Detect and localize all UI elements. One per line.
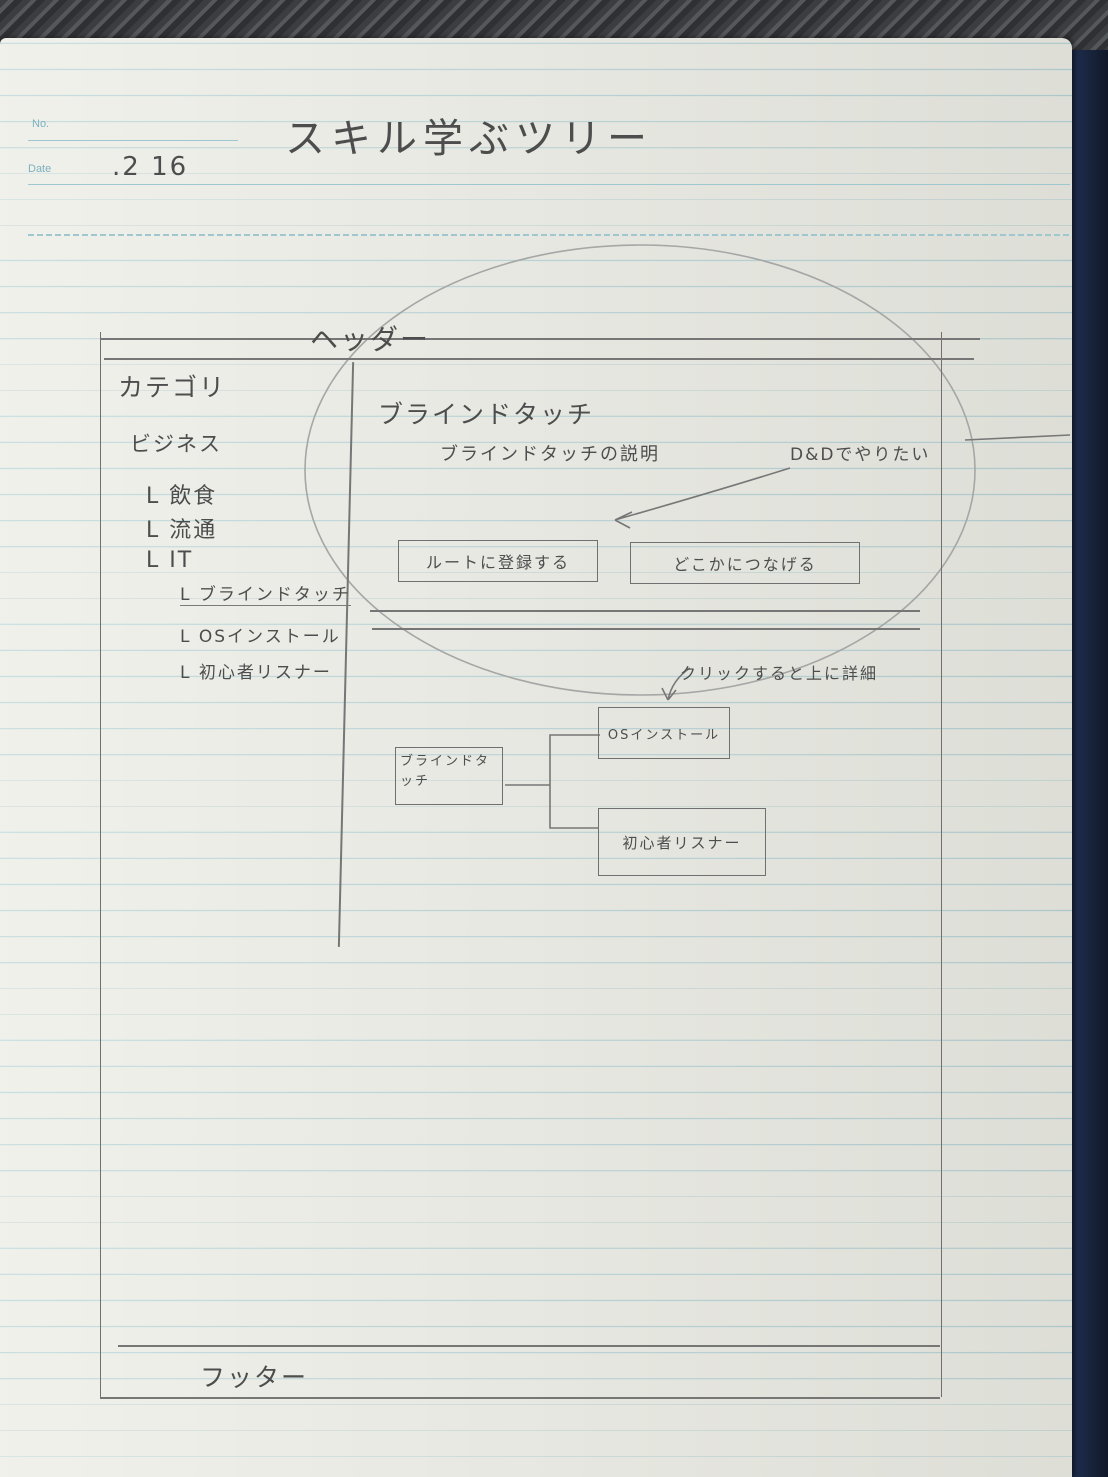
- date-label: Date: [28, 163, 52, 175]
- page-title: スキル学ぶツリー: [285, 116, 653, 162]
- highlight-circle: [304, 244, 976, 696]
- detail-description: ブラインドタッチの説明: [440, 444, 660, 465]
- sidebar-item-food[interactable]: L 飲食: [146, 484, 218, 509]
- tree-root-label: ブラインドタッチ: [400, 754, 491, 789]
- dnd-arrow: [614, 467, 791, 529]
- connect-button[interactable]: どこかにつなげる: [630, 542, 860, 584]
- sidebar-item-os-install[interactable]: L OSインストール: [180, 627, 341, 647]
- click-annotation: クリックすると上に詳細: [680, 664, 879, 683]
- tree-node-beginner[interactable]: 初心者リスナー: [598, 808, 766, 876]
- detail-divider-2: [372, 628, 920, 630]
- sidebar-item-it[interactable]: L IT: [146, 548, 194, 573]
- tree-connector: [505, 734, 600, 829]
- no-line: [28, 140, 238, 141]
- wireframe-header: ヘッダー: [310, 323, 431, 356]
- sidebar-heading: カテゴリ: [118, 373, 227, 402]
- footer-bottom-line: [100, 1397, 940, 1399]
- date-value: .2 16: [112, 152, 189, 182]
- sidebar-item-distribution[interactable]: L 流通: [146, 518, 218, 543]
- tree-node-os-install-label: OSインストール: [607, 727, 721, 743]
- register-root-button[interactable]: ルートに登録する: [398, 540, 598, 582]
- sidebar-item-beginner[interactable]: L 初心者リスナー: [180, 663, 332, 683]
- tree-node-beginner-label: 初心者リスナー: [622, 833, 742, 852]
- header-divider: [28, 234, 1070, 236]
- sidebar-item-business[interactable]: ビジネス: [130, 432, 222, 456]
- wireframe-frame: [100, 332, 942, 1397]
- date-line: [28, 184, 1070, 185]
- no-label: No.: [32, 118, 50, 130]
- tree-node-os-install[interactable]: OSインストール: [598, 707, 730, 759]
- detail-divider-1: [370, 610, 920, 612]
- sidebar-item-blind-touch[interactable]: L ブラインドタッチ: [180, 580, 351, 606]
- detail-title: ブラインドタッチ: [378, 400, 595, 429]
- notebook-page: No. Date: [0, 38, 1072, 1477]
- dnd-annotation: D&Dでやりたい: [790, 445, 931, 465]
- header-bottom-line: [104, 358, 974, 360]
- header-top-line: [100, 338, 980, 340]
- footer-top-line: [118, 1345, 940, 1347]
- register-root-label: ルートに登録する: [425, 553, 570, 572]
- connect-label: どこかにつなげる: [673, 555, 817, 574]
- tree-root-node[interactable]: ブラインドタッチ: [395, 747, 503, 805]
- wireframe-footer: フッター: [200, 1363, 309, 1392]
- click-arrow: [661, 667, 691, 701]
- circle-callout-line: [964, 434, 1071, 441]
